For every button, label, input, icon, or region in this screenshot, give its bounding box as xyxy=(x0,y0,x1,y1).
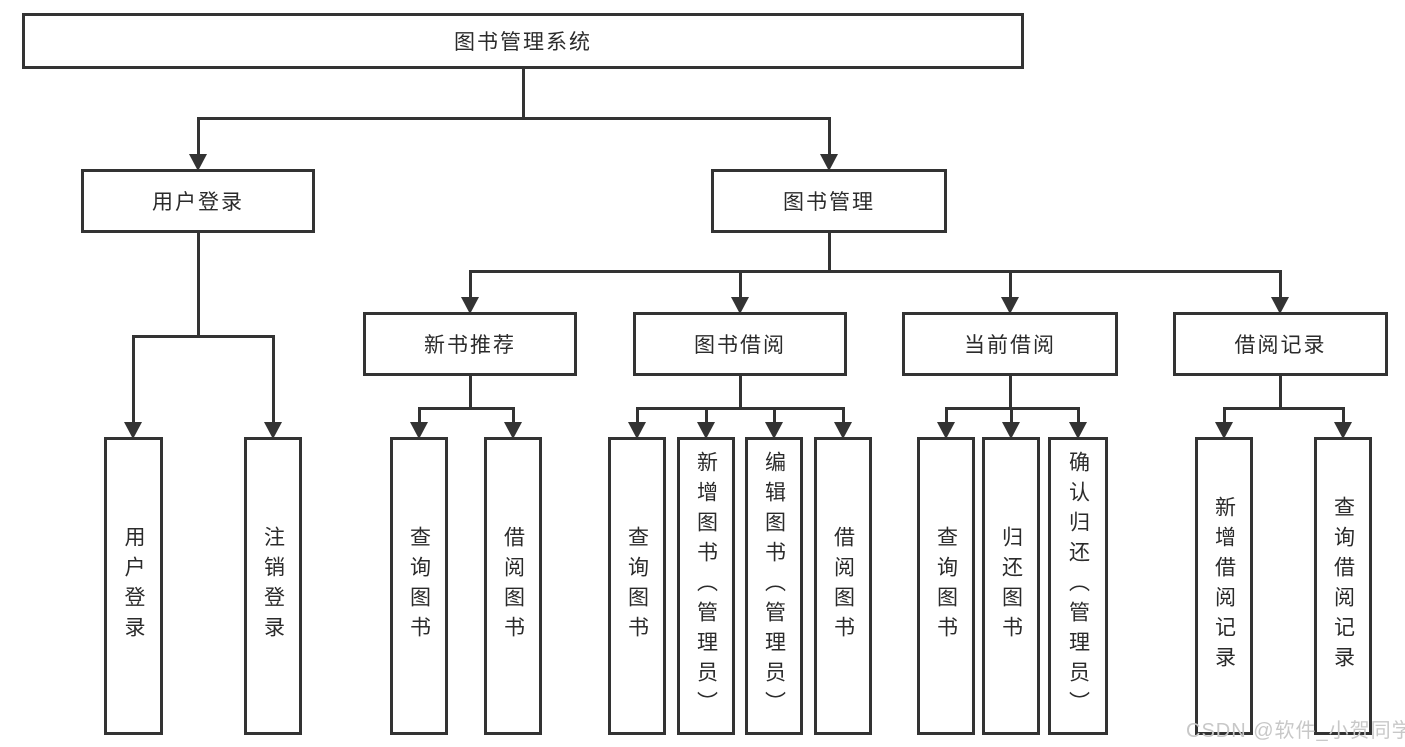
arrow-down-leaf xyxy=(936,407,955,439)
node-book-borrowing: 图书借阅 xyxy=(633,312,847,376)
arrow-down-leaf xyxy=(503,407,522,439)
node-label: 编辑图书（管理员） xyxy=(762,451,786,721)
connector-level3-rail xyxy=(468,270,1282,273)
connector-borrow-records-stem xyxy=(1278,376,1282,410)
leaf-borrow-books-1: 借阅图书 xyxy=(484,437,542,735)
node-label: 用户登录 xyxy=(122,526,145,646)
arrow-down-leaf xyxy=(1333,407,1352,439)
arrow-down-to-book-borrow xyxy=(730,270,749,314)
node-label: 新增图书（管理员） xyxy=(694,451,718,721)
connector-current-borrow-stem xyxy=(1008,376,1012,410)
node-label: 图书管理系统 xyxy=(454,31,592,54)
arrow-down-leaf xyxy=(1068,407,1087,439)
leaf-borrow-books-2: 借阅图书 xyxy=(814,437,872,735)
arrow-down-leaf xyxy=(1001,407,1020,439)
leaf-edit-books-admin: 编辑图书（管理员） xyxy=(745,437,803,735)
node-label: 归还图书 xyxy=(999,526,1023,646)
connector-root-stem xyxy=(521,69,525,120)
leaf-user-login: 用户登录 xyxy=(104,437,163,735)
csdn-watermark: CSDN @软件_小贺同学 xyxy=(1186,720,1405,742)
arrow-down-leaf xyxy=(1214,407,1233,439)
leaf-logout: 注销登录 xyxy=(244,437,302,735)
connector-new-book-stem xyxy=(468,376,472,410)
arrow-down-to-current-borrow xyxy=(1000,270,1019,314)
node-label: 当前借阅 xyxy=(964,334,1056,357)
node-label: 用户登录 xyxy=(152,191,244,214)
connector-book-borrow-stem xyxy=(738,376,742,410)
node-new-book-recommend: 新书推荐 xyxy=(363,312,577,376)
leaf-add-borrow-record: 新增借阅记录 xyxy=(1195,437,1253,735)
leaf-confirm-return-admin: 确认归还（管理员） xyxy=(1048,437,1108,735)
node-label: 图书管理 xyxy=(783,191,875,214)
connector-book-borrow-rail xyxy=(635,407,845,410)
arrow-down-leaf xyxy=(696,407,715,439)
leaf-add-books-admin: 新增图书（管理员） xyxy=(677,437,735,735)
node-label: 新书推荐 xyxy=(424,334,516,357)
node-book-management: 图书管理 xyxy=(711,169,947,233)
connector-level2-rail xyxy=(196,117,831,120)
node-label: 借阅图书 xyxy=(501,526,525,646)
arrow-down-leaf xyxy=(833,407,852,439)
leaf-query-books-2: 查询图书 xyxy=(608,437,666,735)
node-label: 查询图书 xyxy=(934,526,958,646)
node-label: 查询图书 xyxy=(625,526,649,646)
arrow-down-to-new-book xyxy=(460,270,479,314)
node-label: 注销登录 xyxy=(261,526,285,646)
arrow-down-leaf xyxy=(409,407,428,439)
leaf-return-books: 归还图书 xyxy=(982,437,1040,735)
node-label: 确认归还（管理员） xyxy=(1066,451,1090,721)
arrow-down-to-leaf-logout xyxy=(263,335,282,439)
connector-new-book-rail xyxy=(417,407,515,410)
arrow-down-leaf xyxy=(764,407,783,439)
leaf-query-borrow-record: 查询借阅记录 xyxy=(1314,437,1372,735)
connector-user-login-stem xyxy=(196,233,200,338)
leaf-query-books-1: 查询图书 xyxy=(390,437,448,735)
leaf-query-books-3: 查询图书 xyxy=(917,437,975,735)
node-root-library-system: 图书管理系统 xyxy=(22,13,1024,69)
node-borrowing-records: 借阅记录 xyxy=(1173,312,1388,376)
arrow-down-leaf xyxy=(627,407,646,439)
arrow-down-to-leaf-login xyxy=(123,335,142,439)
node-current-borrowing: 当前借阅 xyxy=(902,312,1118,376)
node-label: 查询图书 xyxy=(407,526,431,646)
node-label: 借阅图书 xyxy=(831,526,855,646)
arrow-down-to-user-login xyxy=(188,117,207,171)
arrow-down-to-book-management xyxy=(819,117,838,171)
node-label: 查询借阅记录 xyxy=(1331,496,1355,676)
connector-book-mgmt-stem xyxy=(827,233,831,273)
connector-borrow-records-rail xyxy=(1222,407,1345,410)
node-user-login: 用户登录 xyxy=(81,169,315,233)
node-label: 图书借阅 xyxy=(694,334,786,357)
connector-user-login-rail xyxy=(131,335,275,338)
node-label: 新增借阅记录 xyxy=(1212,496,1236,676)
arrow-down-to-borrow-records xyxy=(1270,270,1289,314)
node-label: 借阅记录 xyxy=(1234,334,1327,357)
